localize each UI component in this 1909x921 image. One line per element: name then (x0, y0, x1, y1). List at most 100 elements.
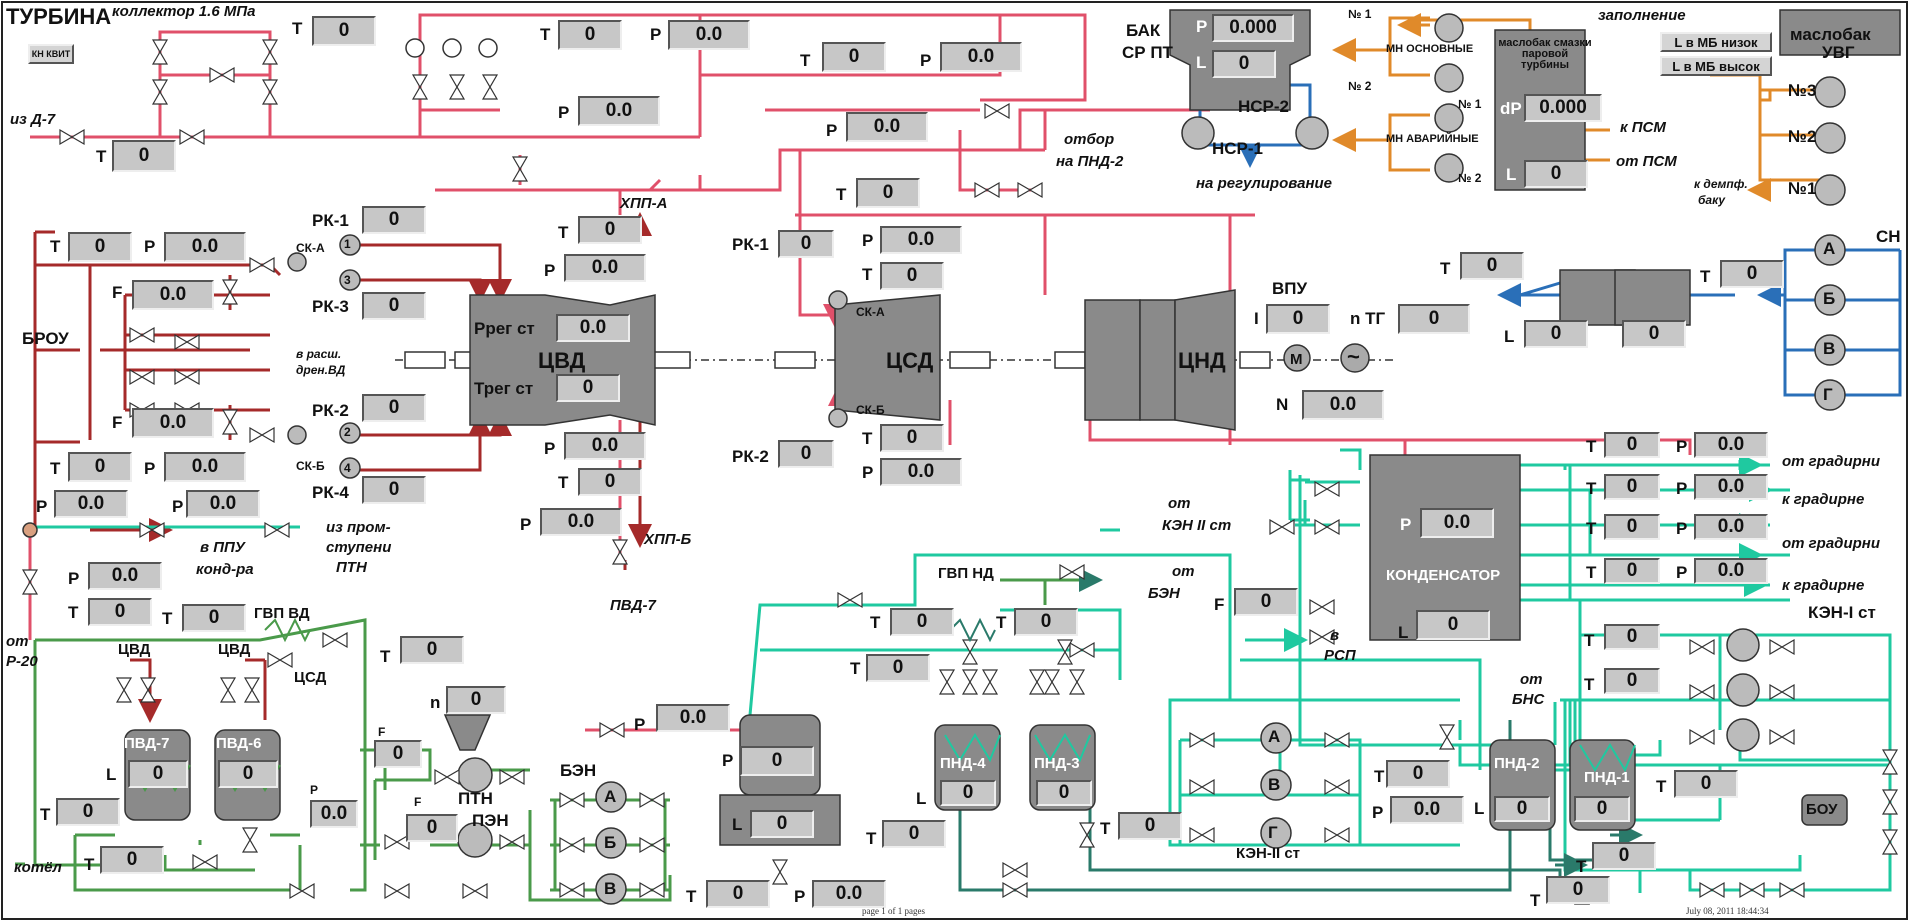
value-display: 0 (778, 230, 834, 258)
value-display: 0.0 (564, 254, 646, 282)
ck-b-label: СК-Б (856, 403, 885, 417)
value-display: 0 (1622, 320, 1686, 348)
vpu-label: ВПУ (1272, 279, 1308, 298)
pnd4-label: ПНД-4 (940, 755, 986, 772)
p-label: P (144, 459, 156, 478)
l-label: L (1196, 53, 1207, 72)
value-display: 0.0 (54, 490, 128, 518)
treg-label: Трег ст (474, 379, 534, 398)
value-display: 0 (362, 292, 426, 320)
mn-emergency-label: МН АВАРИЙНЫЕ (1386, 133, 1479, 145)
pnd2-label: ПНД-2 (1494, 755, 1540, 772)
f-label: F (112, 413, 123, 432)
value-display: 0 (1524, 320, 1588, 348)
value-display: 0.0 (186, 490, 260, 518)
pump-a-label: А (604, 787, 617, 806)
l-label: L (916, 789, 927, 808)
value-display: 0 (556, 374, 620, 402)
value-display: 0.0 (1694, 474, 1768, 500)
from-ben-label: БЭН (1148, 585, 1180, 602)
value-display: 0 (362, 394, 426, 422)
pump-no1-label: №1 (1788, 179, 1817, 198)
pvd7-label: ПВД-7 (124, 735, 170, 752)
pump-v-label: В (604, 879, 617, 898)
value-display: 0 (1592, 842, 1656, 870)
value-display: 0 (882, 820, 946, 848)
ken1-label: КЭН-I ст (1808, 603, 1876, 622)
to-psm-label: к ПСМ (1620, 119, 1666, 136)
t-label: T (1656, 777, 1667, 796)
mb-low-button[interactable]: L в МБ низок (1660, 32, 1772, 52)
value-display: 0 (1460, 252, 1524, 280)
p-label: P (1676, 563, 1688, 582)
from-ptn-label: из пром- (326, 519, 391, 536)
value-display: 0 (374, 740, 422, 768)
p-label: P (310, 783, 319, 797)
value-display: 0.0 (1420, 508, 1494, 538)
t-label: T (1586, 563, 1597, 582)
pvd7-out-label: ПВД-7 (610, 597, 656, 614)
value-display: 0 (128, 760, 188, 788)
ck-b-label: СК-Б (296, 459, 325, 473)
p-label: P (558, 103, 570, 122)
sr-pt-label: СР ПТ (1122, 43, 1173, 62)
to-ppu-label: конд-ра (196, 561, 254, 578)
p-label: P (68, 569, 80, 588)
rk2-label: РК-2 (312, 401, 349, 420)
value-display: 0 (1212, 50, 1276, 78)
damper-label: к демпф. (1694, 177, 1748, 191)
value-display: 0.0 (1694, 432, 1768, 458)
pnd3-label: ПНД-3 (1034, 755, 1080, 772)
pump-g-label: Г (1823, 385, 1833, 404)
value-display: 0 (558, 20, 622, 50)
condenser-label: КОНДЕНСАТОР (1386, 567, 1501, 584)
to-tower-label: к градирне (1782, 577, 1865, 594)
p-label: P (862, 463, 874, 482)
maslobak-uvg-label: УВГ (1822, 43, 1855, 62)
value-display: 0 (866, 654, 930, 682)
pump-no2-label: №2 (1788, 127, 1817, 146)
motor-label: М (1290, 351, 1303, 368)
value-display: 0.0 (132, 408, 214, 438)
from-ken2-label: от (1168, 495, 1191, 512)
pump-b-label: Б (604, 833, 617, 852)
from-ben-label: от (1172, 563, 1195, 580)
ptn-label: ПТН (458, 789, 493, 808)
csd-small-label: ЦСД (294, 669, 327, 686)
to-rsp-label: РСП (1324, 647, 1356, 664)
otbor-label: отбор (1064, 131, 1115, 148)
value-display: 0 (1604, 514, 1660, 540)
p-label: P (172, 497, 184, 516)
n-tg-label: n ТГ (1350, 309, 1386, 328)
value-display: 0 (740, 746, 814, 776)
mb-high-button[interactable]: L в МБ высок (1660, 56, 1772, 76)
f-label: F (112, 283, 123, 302)
ben-label: БЭН (560, 761, 597, 780)
t-label: T (1586, 437, 1597, 456)
value-display: 0.0 (164, 232, 246, 262)
damper-label: баку (1698, 193, 1726, 207)
l-label: L (1504, 327, 1515, 346)
maslobak-title: маслобак смазки паровой турбины (1498, 37, 1592, 71)
t-label: T (1700, 267, 1711, 286)
value-display: 0.0 (540, 508, 622, 536)
t-label: T (162, 609, 173, 628)
value-display: 0.000 (1524, 94, 1602, 122)
p-label: P (1676, 519, 1688, 538)
t-label: T (862, 429, 873, 448)
rk4-label: РК-4 (312, 483, 349, 502)
sn-label: СН (1876, 227, 1901, 246)
rk1-label: РК-1 (732, 235, 769, 254)
value-display: 0 (940, 780, 996, 806)
value-display: 0 (1720, 260, 1784, 288)
bak-label: БАК (1126, 21, 1161, 40)
pump-a-label: А (1823, 239, 1836, 258)
p-label: P (520, 515, 532, 534)
p-label: P (794, 887, 806, 906)
p-label: P (144, 237, 156, 256)
value-display: 0 (1416, 610, 1490, 640)
t-label: T (292, 19, 303, 38)
value-display: 0.0 (656, 704, 730, 732)
kvit-button[interactable]: КН КВИТ (28, 44, 74, 64)
page-title: ТУРБИНА (6, 4, 112, 29)
